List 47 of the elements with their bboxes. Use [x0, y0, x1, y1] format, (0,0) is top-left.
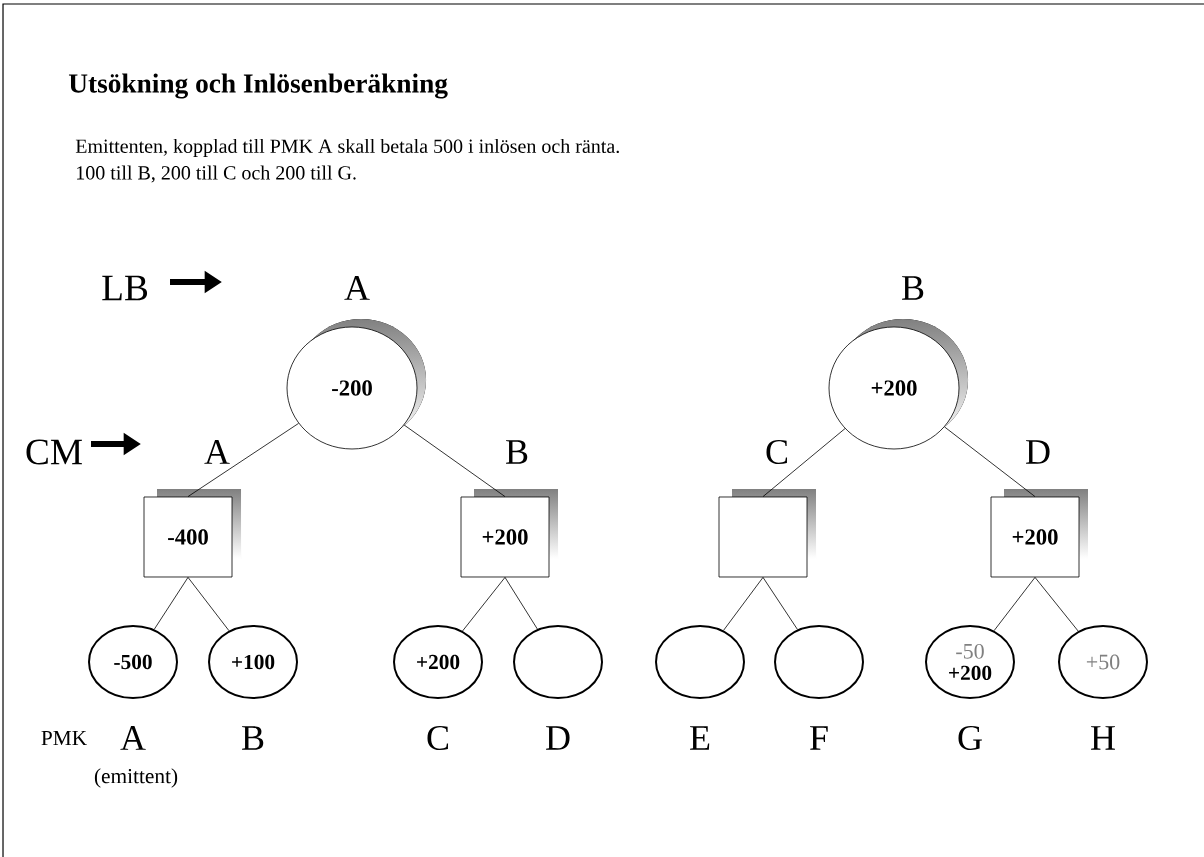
- ellipse-node: D: [513, 625, 603, 750]
- row-label: PMK: [41, 731, 87, 745]
- connector-line: [153, 577, 189, 630]
- square-node: -400 A: [143, 440, 241, 578]
- circle-node: -200 A: [286, 276, 427, 450]
- node-label: A: [344, 276, 370, 300]
- ellipse-node: +200 C: [393, 625, 483, 751]
- node-label: A: [120, 726, 146, 750]
- connector-line: [762, 577, 798, 630]
- square-node: +200 D: [990, 440, 1088, 578]
- node-label: F: [810, 726, 828, 750]
- connector-line: [462, 577, 506, 632]
- title: Utsökning och Inlösenberäkning: [68, 73, 448, 99]
- node-label: H: [1091, 726, 1115, 750]
- square-node: C: [718, 439, 816, 578]
- node-label: B: [242, 726, 264, 750]
- ellipse-node: +50 H: [1058, 625, 1148, 750]
- connector-line: [944, 426, 1036, 497]
- body-text: Emittenten, kopplad till PMK A skall betala 500 i inlösen och ränta.: [75, 138, 619, 158]
- ellipse-node: F: [774, 625, 864, 750]
- connector-line: [723, 577, 764, 631]
- connector-line: [993, 577, 1036, 632]
- connector-line: [1034, 577, 1079, 632]
- node-label: A: [204, 440, 230, 464]
- connector-line: [403, 424, 506, 497]
- square-node: +200 B: [460, 440, 558, 578]
- body-text: 100 till B, 200 till C och 200 till G.: [77, 165, 356, 183]
- connector-line: [504, 577, 538, 630]
- note-text: (emittent): [94, 768, 178, 788]
- ellipse-node: -50 +200 G: [925, 625, 1015, 751]
- node-label: E: [690, 726, 710, 750]
- node-label: D: [546, 726, 570, 750]
- node-label: D: [1026, 440, 1050, 464]
- connector-line: [187, 577, 230, 632]
- node-label: B: [506, 440, 528, 464]
- node-label: C: [427, 725, 449, 751]
- circle-node: +200 B: [828, 276, 969, 450]
- level-label: LB: [102, 275, 148, 301]
- ellipse-node: E: [655, 625, 745, 750]
- ellipse-node: -500 A: [88, 625, 178, 750]
- connector-line: [762, 428, 846, 497]
- ellipse-node: +100 B: [208, 625, 298, 750]
- node-label: G: [958, 725, 982, 751]
- level-label: CM: [26, 439, 82, 465]
- connector-line: [187, 423, 299, 497]
- node-label: C: [766, 439, 788, 465]
- node-label: B: [902, 276, 924, 300]
